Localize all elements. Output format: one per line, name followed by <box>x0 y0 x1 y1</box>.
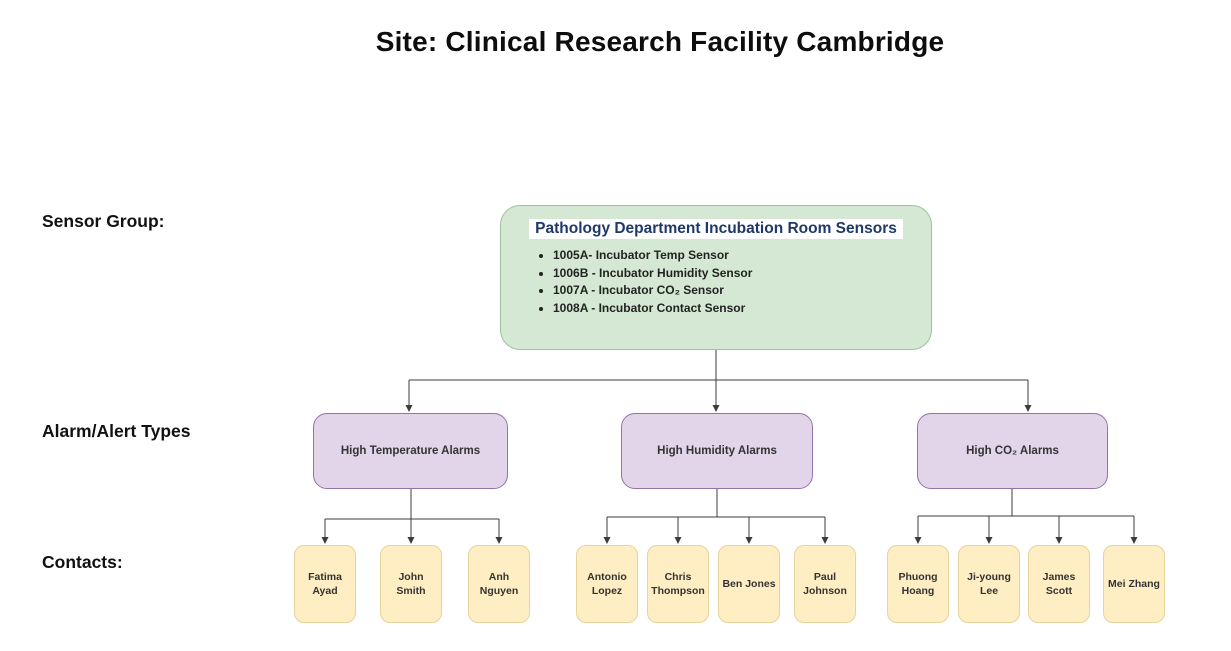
contact-node: Fatima Ayad <box>294 545 356 623</box>
alarm-node-high-temperature: High Temperature Alarms <box>313 413 508 489</box>
row-label-alarm-types: Alarm/Alert Types <box>42 421 191 441</box>
contact-node: Anh Nguyen <box>468 545 530 623</box>
contact-node: Ji-young Lee <box>958 545 1020 623</box>
contact-node: Phuong Hoang <box>887 545 949 623</box>
sensor-group-node: Pathology Department Incubation Room Sen… <box>500 205 932 350</box>
sensor-list-item: 1007A - Incubator CO₂ Sensor <box>553 283 931 297</box>
contact-node: Antonio Lopez <box>576 545 638 623</box>
contact-node: John Smith <box>380 545 442 623</box>
page-title: Site: Clinical Research Facility Cambrid… <box>375 26 945 57</box>
alarm-node-high-humidity: High Humidity Alarms <box>621 413 813 489</box>
sensor-group-heading: Pathology Department Incubation Room Sen… <box>529 219 903 239</box>
sensor-list-item: 1005A- Incubator Temp Sensor <box>553 248 931 262</box>
alarm-node-high-co2: High CO₂ Alarms <box>917 413 1108 489</box>
arrowheads <box>321 405 1138 544</box>
sensor-list-item: 1006B - Incubator Humidity Sensor <box>553 266 931 280</box>
row-label-contacts: Contacts: <box>42 552 123 572</box>
sensor-list: 1005A- Incubator Temp Sensor 1006B - Inc… <box>501 248 931 315</box>
contact-node: Mei Zhang <box>1103 545 1165 623</box>
contact-node: James Scott <box>1028 545 1090 623</box>
row-label-sensor-group: Sensor Group: <box>42 211 165 231</box>
sensor-list-item: 1008A - Incubator Contact Sensor <box>553 301 931 315</box>
contact-node: Paul Johnson <box>794 545 856 623</box>
contact-node: Ben Jones <box>718 545 780 623</box>
sensor-group-heading-wrap: Pathology Department Incubation Room Sen… <box>501 219 931 239</box>
contact-node: Chris Thompson <box>647 545 709 623</box>
